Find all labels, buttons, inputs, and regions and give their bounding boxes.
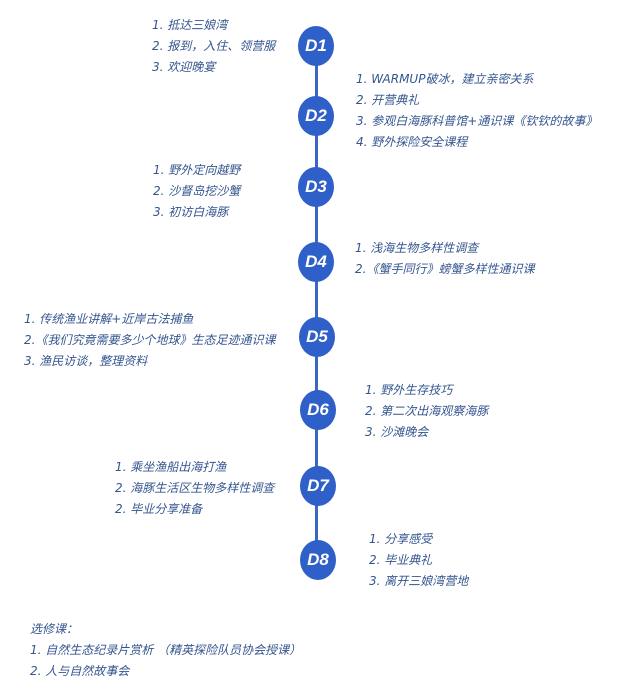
day-d7-activities: 1. 乘坐渔船出海打渔 2. 海豚生活区生物多样性调查 2. 毕业分享准备 bbox=[115, 457, 274, 520]
timeline-line bbox=[315, 46, 318, 560]
day-node-d6: D6 bbox=[300, 390, 336, 430]
day-d4-activities: 1. 浅海生物多样性调查 2.《蟹手同行》螃蟹多样性通识课 bbox=[355, 238, 534, 280]
elective-item: 2. 人与自然故事会 bbox=[30, 664, 130, 678]
day-d8-activities: 1. 分享感受 2. 毕业典礼 3. 离开三娘湾营地 bbox=[369, 529, 468, 592]
day-node-d8: D8 bbox=[300, 540, 336, 580]
activity-item: 2. 第二次出海观察海豚 bbox=[365, 404, 489, 418]
activity-item: 2. 开营典礼 bbox=[356, 93, 420, 107]
day-d3-activities: 1. 野外定向越野 2. 沙督岛挖沙蟹 3. 初访白海豚 bbox=[153, 160, 240, 223]
day-d5-activities: 1. 传统渔业讲解+近岸古法捕鱼 2.《我们究竟需要多少个地球》生态足迹通识课 … bbox=[24, 309, 275, 372]
activity-item: 1. 乘坐渔船出海打渔 bbox=[115, 460, 227, 474]
activity-item: 1. 野外定向越野 bbox=[153, 163, 241, 177]
day-node-d1: D1 bbox=[298, 26, 334, 66]
activity-item: 1. WARMUP破冰，建立亲密关系 bbox=[356, 72, 534, 86]
activity-item: 2. 毕业典礼 bbox=[369, 553, 433, 567]
day-node-d4: D4 bbox=[298, 242, 334, 282]
activity-item: 3. 渔民访谈，整理资料 bbox=[24, 354, 148, 368]
activity-item: 3. 初访白海豚 bbox=[153, 205, 229, 219]
activity-item: 3. 欢迎晚宴 bbox=[152, 60, 216, 74]
electives-section: 选修课： 1. 自然生态纪录片赏析 （精英探险队员协会授课） 2. 人与自然故事… bbox=[30, 619, 301, 682]
activity-item: 3. 参观白海豚科普馆+通识课《钦钦的故事》 bbox=[356, 114, 598, 128]
activity-item: 2. 报到，入住、领营服 bbox=[152, 39, 276, 53]
electives-title: 选修课： bbox=[30, 622, 79, 636]
day-d1-activities: 1. 抵达三娘湾 2. 报到，入住、领营服 3. 欢迎晚宴 bbox=[152, 15, 275, 78]
activity-item: 3. 离开三娘湾营地 bbox=[369, 574, 469, 588]
activity-item: 1. 浅海生物多样性调查 bbox=[355, 241, 479, 255]
day-node-d7: D7 bbox=[300, 466, 336, 506]
day-d6-activities: 1. 野外生存技巧 2. 第二次出海观察海豚 3. 沙滩晚会 bbox=[365, 380, 488, 443]
activity-item: 2.《我们究竟需要多少个地球》生态足迹通识课 bbox=[24, 333, 276, 347]
activity-item: 4. 野外探险安全课程 bbox=[356, 135, 468, 149]
activity-item: 1. 野外生存技巧 bbox=[365, 383, 453, 397]
activity-item: 2. 海豚生活区生物多样性调查 bbox=[115, 481, 275, 495]
day-node-d5: D5 bbox=[299, 317, 335, 357]
day-d2-activities: 1. WARMUP破冰，建立亲密关系 2. 开营典礼 3. 参观白海豚科普馆+通… bbox=[356, 69, 597, 153]
activity-item: 2. 沙督岛挖沙蟹 bbox=[153, 184, 241, 198]
activity-item: 2.《蟹手同行》螃蟹多样性通识课 bbox=[355, 262, 535, 276]
elective-item: 1. 自然生态纪录片赏析 （精英探险队员协会授课） bbox=[30, 643, 302, 657]
activity-item: 3. 沙滩晚会 bbox=[365, 425, 429, 439]
activity-item: 1. 分享感受 bbox=[369, 532, 433, 546]
activity-item: 1. 抵达三娘湾 bbox=[152, 18, 228, 32]
day-node-d2: D2 bbox=[298, 96, 334, 136]
activity-item: 1. 传统渔业讲解+近岸古法捕鱼 bbox=[24, 312, 194, 326]
activity-item: 2. 毕业分享准备 bbox=[115, 502, 203, 516]
day-node-d3: D3 bbox=[298, 167, 334, 207]
